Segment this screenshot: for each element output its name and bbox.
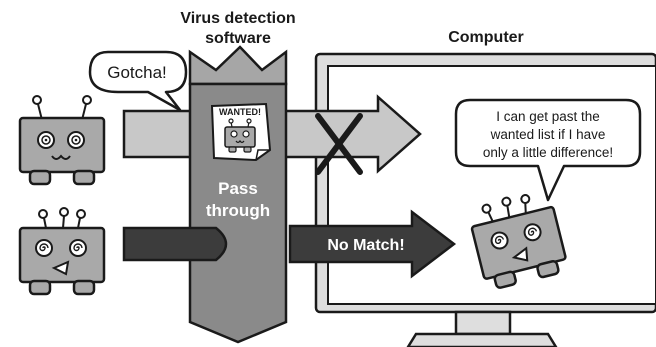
gotcha-text: Gotcha!	[107, 63, 167, 82]
monitor-base	[406, 332, 558, 347]
software-title-line1: Virus detection	[180, 10, 295, 27]
gotcha-speech-bubble: Gotcha!	[88, 50, 188, 112]
pass-label-line2: through	[206, 201, 270, 220]
wanted-poster-label: WANTED!	[219, 107, 261, 117]
no-match-label: No Match!	[327, 237, 404, 254]
monitor-neck	[454, 310, 512, 336]
virus-speech-line3: only a little difference!	[483, 145, 613, 160]
pass-label-line1: Pass	[218, 179, 258, 198]
robot-virus-mutated-icon	[18, 207, 106, 296]
computer-title: Computer	[448, 29, 524, 46]
virus-speech-line2: wanted list if I have	[490, 127, 606, 142]
robot-virus-icon	[18, 95, 106, 186]
wanted-poster: WANTED!	[210, 102, 272, 162]
virus-speech-bubble: I can get past the wanted list if I have…	[454, 98, 642, 202]
robot-virus-mutated-icon	[470, 194, 567, 289]
robot-virus-icon	[224, 118, 256, 153]
software-crown	[188, 45, 288, 86]
cross-icon	[315, 113, 363, 175]
computer-monitor	[314, 52, 656, 347]
virus-speech-line1: I can get past the	[496, 109, 600, 124]
pass-arrow-tail	[122, 226, 228, 262]
software-title-line2: software	[205, 30, 271, 47]
no-match-arrow	[288, 209, 457, 279]
